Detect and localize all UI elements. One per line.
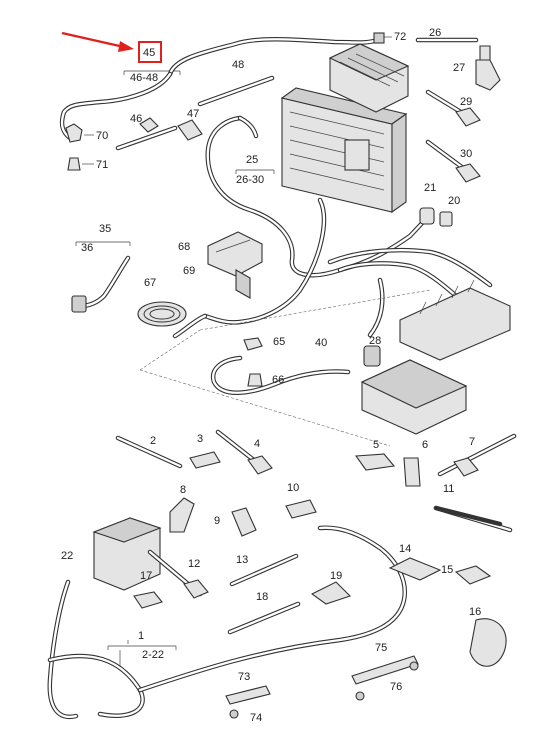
label-13: 13 [236, 554, 249, 566]
label-68: 68 [178, 241, 191, 253]
holder-4 [247, 455, 273, 475]
label-12: 12 [188, 558, 201, 570]
label-1: 1 [138, 630, 145, 642]
label-75: 75 [375, 642, 388, 654]
label-8: 8 [180, 484, 187, 496]
tie-30 [455, 163, 481, 183]
clip-17 [133, 591, 163, 609]
connector-20 [439, 211, 453, 227]
tie-3 [189, 451, 221, 469]
holder-47 [177, 119, 203, 141]
holder-9 [231, 507, 257, 537]
clip-65 [243, 337, 263, 351]
label-7: 7 [469, 436, 476, 448]
control-unit-22 [92, 517, 162, 591]
label-20: 20 [448, 195, 461, 207]
control-unit-top [328, 43, 410, 113]
label-18: 18 [256, 591, 269, 603]
grommet-71 [67, 157, 81, 171]
bracket-19 [310, 581, 352, 605]
label-19: 19 [330, 570, 343, 582]
label-35: 35 [99, 223, 112, 235]
bracket-10 [285, 499, 317, 519]
label-72: 72 [394, 31, 407, 43]
label-36: 36 [81, 242, 94, 254]
connector-21 [419, 207, 435, 225]
label-76: 76 [390, 681, 403, 693]
label-26: 26 [429, 27, 442, 39]
bracket-68 [207, 231, 263, 299]
bracket-14 [388, 557, 442, 581]
label-22: 22 [61, 550, 74, 562]
label-9: 9 [214, 515, 221, 527]
label-2: 2 [150, 435, 157, 447]
label-47: 47 [187, 108, 200, 120]
fuse-box [399, 279, 511, 361]
bolt-72 [373, 32, 385, 44]
tie-29 [455, 107, 481, 127]
label-14: 14 [399, 543, 412, 555]
label-2-22: 2-22 [142, 649, 165, 661]
label-15: 15 [441, 564, 454, 576]
label-10: 10 [287, 482, 300, 494]
label-28: 28 [369, 335, 382, 347]
label-3: 3 [197, 433, 204, 445]
label-74: 74 [250, 712, 263, 724]
label-25: 25 [246, 154, 259, 166]
grommet-66 [247, 373, 263, 387]
label-66: 66 [272, 374, 285, 386]
bracket-5 [354, 453, 396, 471]
label-27: 27 [453, 62, 466, 74]
label-46: 46 [130, 113, 143, 125]
connector-36 [71, 295, 87, 313]
highlighted-part-label: 45 [138, 41, 162, 63]
label-67: 67 [144, 277, 157, 289]
label-17: 17 [140, 570, 153, 582]
control-module-28 [360, 359, 468, 435]
connector-28 [363, 345, 381, 367]
tie-7 [453, 457, 479, 477]
cover-8 [169, 497, 195, 533]
label-48: 48 [232, 59, 245, 71]
label-21: 21 [424, 182, 437, 194]
label-26-30: 26-30 [236, 174, 265, 186]
battery-25 [280, 87, 408, 214]
label-11: 11 [443, 483, 455, 495]
speaker-16 [469, 618, 507, 667]
label-65: 65 [273, 336, 286, 348]
bracket-73 [225, 685, 271, 705]
clip-46 [139, 117, 159, 133]
bracket-75 [351, 655, 419, 685]
label-4: 4 [254, 438, 261, 450]
label-40: 40 [315, 337, 328, 349]
label-71: 71 [96, 159, 109, 171]
label-29: 29 [460, 96, 473, 108]
red-pointer-arrow-icon [61, 31, 134, 52]
label-5: 5 [373, 439, 380, 451]
label-30: 30 [460, 148, 473, 160]
bracket-15 [454, 565, 492, 585]
label-70: 70 [96, 130, 109, 142]
holder-12 [183, 579, 209, 599]
label-46-48: 46-48 [130, 72, 159, 84]
clip-70 [65, 123, 83, 143]
label-73: 73 [238, 671, 251, 683]
clip-6 [403, 457, 421, 487]
label-69: 69 [183, 265, 196, 277]
label-16: 16 [469, 606, 482, 618]
coiled-cable-67 [137, 301, 187, 327]
label-6: 6 [422, 439, 429, 451]
